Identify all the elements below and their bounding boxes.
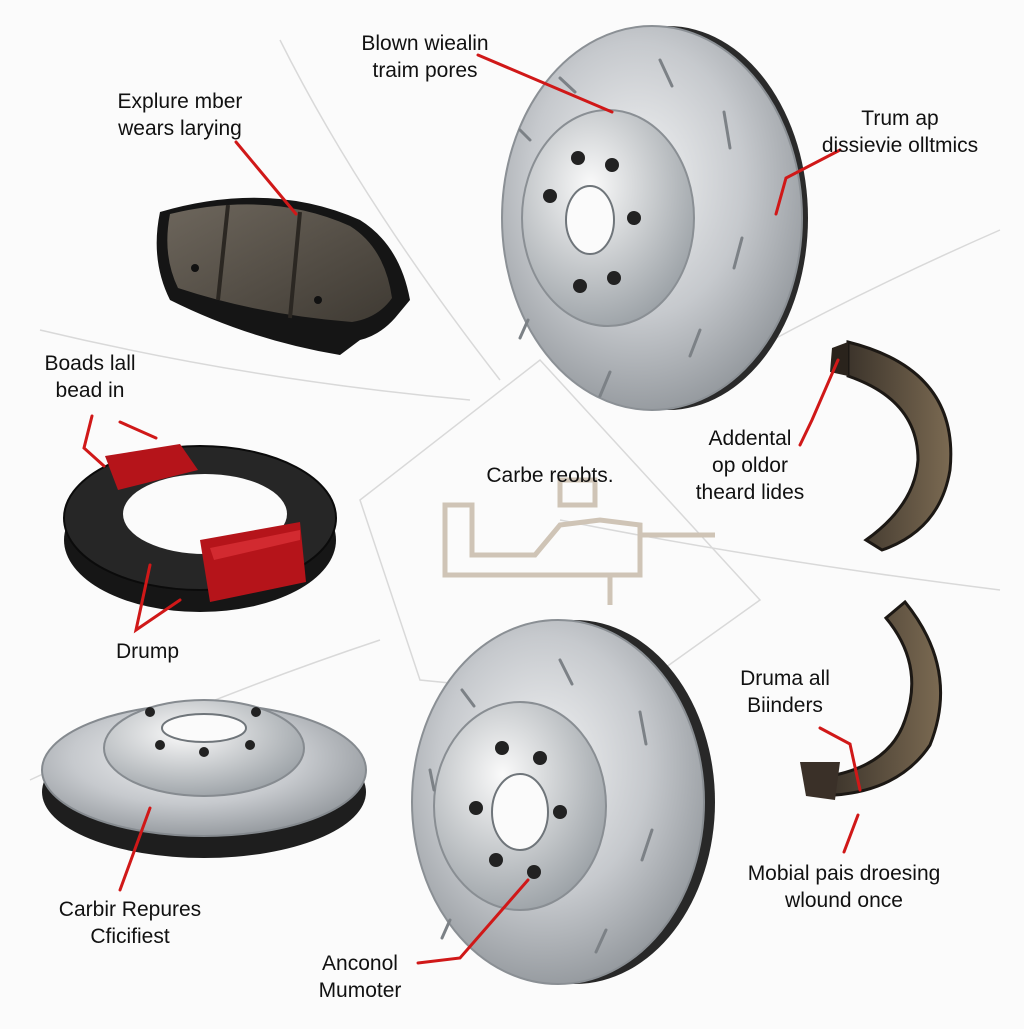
label-shoe-upper-line3: theard lides (695, 481, 805, 504)
label-shoe-lower-line1: Druma all (740, 667, 830, 690)
label-rotor-vents-line2: dissievie olltmics (821, 134, 979, 157)
label-rotor-bottom-line2: Mumoter (318, 979, 402, 1002)
label-caliper-line1: Boads lall (44, 352, 136, 375)
label-center-line1: Carbe reobts. (486, 464, 614, 487)
label-shoe-upper-line2: op oldor (712, 454, 788, 477)
label-shoe-lower-bottom: Mobial pais droesing wlound once (720, 860, 968, 914)
label-rotor-small: Carbir Repures Cficifiest (30, 896, 230, 950)
caliper-ring-icon (63, 444, 337, 612)
label-shoe-upper-line1: Addental (708, 427, 792, 450)
label-rotor-small-line1: Carbir Repures (58, 898, 202, 921)
label-shoe-lower: Druma all Biinders (715, 665, 855, 719)
label-rotor-vents: Trum ap dissievie olltmics (800, 105, 1000, 159)
label-shoe-lower-bottom-line1: Mobial pais droesing (747, 862, 941, 885)
label-rotor-top-line2: traim pores (372, 59, 478, 82)
label-brake-pad: Explure mber wears larying (90, 88, 270, 142)
label-caliper-bottom-line1: Drump (115, 640, 179, 663)
label-caliper: Boads lall bead in (20, 350, 160, 404)
label-caliper-line2: bead in (55, 379, 125, 402)
label-center: Carbe reobts. (455, 462, 645, 489)
label-rotor-small-line2: Cficifiest (90, 925, 170, 948)
label-shoe-lower-line2: Biinders (747, 694, 823, 717)
brake-shoe-icon-upper (830, 340, 953, 552)
brake-rotor-icon-top (501, 25, 808, 411)
brake-shoe-icon-lower (800, 599, 943, 800)
brake-rotor-icon-bottom (411, 619, 715, 985)
label-rotor-bottom-line1: Anconol (322, 952, 398, 975)
brake-rotor-icon-small (41, 699, 367, 858)
label-caliper-bottom: Drump (90, 638, 205, 665)
label-rotor-bottom: Anconol Mumoter (300, 950, 420, 1004)
label-brake-pad-line2: wears larying (118, 117, 242, 140)
label-rotor-top-line1: Blown wiealin (361, 32, 489, 55)
label-shoe-lower-bottom-line2: wlound once (785, 889, 903, 912)
leader-lines (82, 53, 862, 965)
label-rotor-vents-line1: Trum ap (861, 107, 939, 130)
label-rotor-top: Blown wiealin traim pores (330, 30, 520, 84)
label-shoe-upper: Addental op oldor theard lides (670, 425, 830, 506)
master-cylinder-icon (442, 477, 715, 605)
brake-pad-icon (156, 197, 410, 355)
label-brake-pad-line1: Explure mber (117, 90, 243, 113)
